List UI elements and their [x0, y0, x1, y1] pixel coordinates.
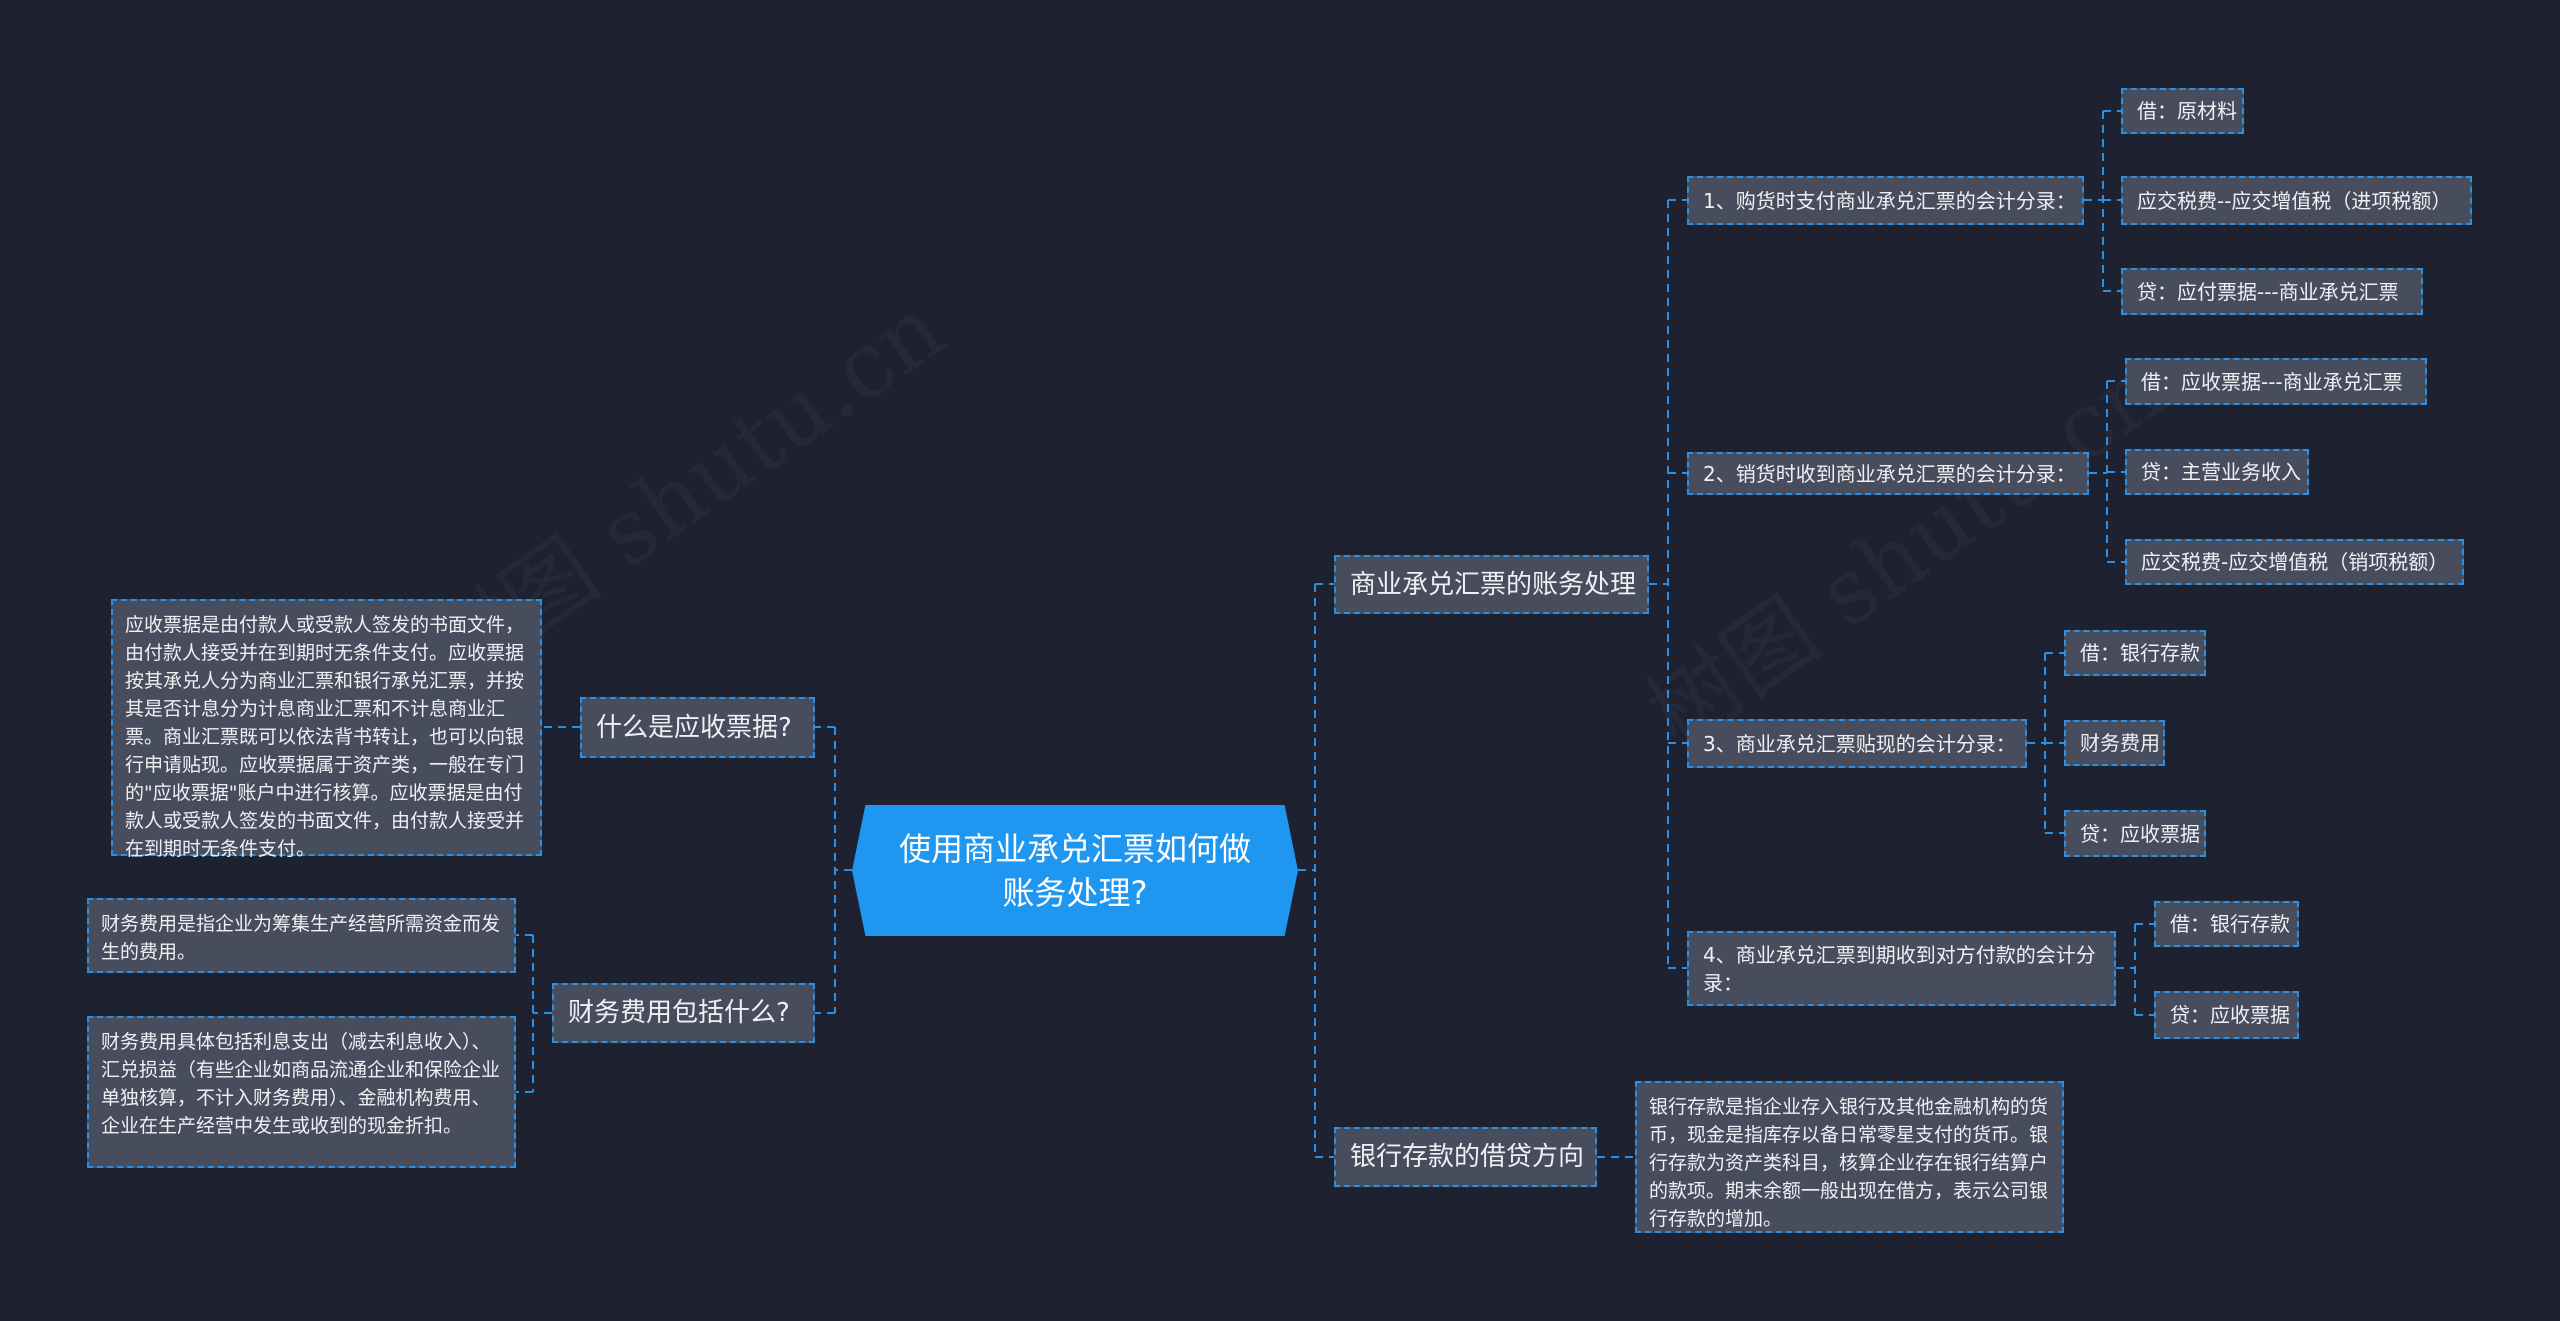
topic-label: 什么是应收票据? [596, 712, 792, 743]
leaf-credit-notes-receivable[interactable]: 贷：应收票据 [2154, 991, 2299, 1039]
topic-financial-expenses[interactable]: 财务费用包括什么? [552, 983, 815, 1043]
leaf-debit-bank-deposit[interactable]: 借：银行存款 [2064, 630, 2206, 676]
topic-label: 商业承兑汇票的账务处理 [1350, 569, 1637, 600]
description-text: 银行存款是指企业存入银行及其他金融机构的货币，现金是指库存以备日常零星支付的货币… [1649, 1096, 2049, 1230]
bank-deposit-description[interactable]: 银行存款是指企业存入银行及其他金融机构的货币，现金是指库存以备日常零星支付的货币… [1635, 1081, 2064, 1233]
leaf-debit-raw-materials[interactable]: 借：原材料 [2121, 88, 2244, 134]
topic-bank-deposit-direction[interactable]: 银行存款的借贷方向 [1334, 1127, 1597, 1187]
description-text: 应收票据是由付款人或受款人签发的书面文件，由付款人接受并在到期时无条件支付。应收… [125, 614, 525, 860]
entry-maturity[interactable]: 4、商业承兑汇票到期收到对方付款的会计分录： [1687, 931, 2116, 1006]
financial-expenses-definition[interactable]: 财务费用是指企业为筹集生产经营所需资金而发生的费用。 [87, 898, 516, 973]
root-topic[interactable]: 使用商业承兑汇票如何做账务处理? [852, 805, 1298, 936]
topic-accounting-treatment[interactable]: 商业承兑汇票的账务处理 [1334, 555, 1649, 614]
leaf-label: 贷：应收票据 [2080, 821, 2200, 846]
entry-sale[interactable]: 2、销货时收到商业承兑汇票的会计分录： [1687, 452, 2089, 495]
root-topic-label: 使用商业承兑汇票如何做账务处理? [898, 829, 1251, 912]
leaf-financial-expenses[interactable]: 财务费用 [2064, 720, 2165, 766]
financial-expenses-details[interactable]: 财务费用具体包括利息支出（减去利息收入）、汇兑损益（有些企业如商品流通企业和保险… [87, 1016, 516, 1168]
entry-label: 3、商业承兑汇票贴现的会计分录： [1703, 731, 2016, 756]
leaf-credit-main-revenue[interactable]: 贷：主营业务收入 [2125, 449, 2309, 495]
leaf-label: 借：应收票据---商业承兑汇票 [2141, 369, 2403, 394]
leaf-credit-notes-receivable[interactable]: 贷：应收票据 [2064, 810, 2206, 857]
leaf-label: 贷：应付票据---商业承兑汇票 [2137, 279, 2399, 304]
leaf-debit-notes-receivable[interactable]: 借：应收票据---商业承兑汇票 [2125, 358, 2427, 405]
leaf-credit-notes-payable[interactable]: 贷：应付票据---商业承兑汇票 [2121, 268, 2423, 315]
topic-label: 银行存款的借贷方向 [1350, 1142, 1585, 1172]
entry-label: 4、商业承兑汇票到期收到对方付款的会计分录： [1703, 942, 2096, 995]
leaf-label: 贷：主营业务收入 [2141, 460, 2301, 484]
description-text: 财务费用是指企业为筹集生产经营所需资金而发生的费用。 [101, 913, 501, 963]
entry-label: 1、购货时支付商业承兑汇票的会计分录： [1703, 188, 2076, 213]
leaf-label: 贷：应收票据 [2170, 1003, 2290, 1027]
leaf-label: 借：银行存款 [2170, 912, 2290, 936]
leaf-label: 借：原材料 [2137, 99, 2237, 123]
leaf-label: 财务费用 [2080, 731, 2160, 755]
topic-label: 财务费用包括什么? [568, 998, 790, 1028]
leaf-output-vat[interactable]: 应交税费-应交增值税（销项税额） [2125, 539, 2464, 585]
description-text: 财务费用具体包括利息支出（减去利息收入）、汇兑损益（有些企业如商品流通企业和保险… [101, 1031, 501, 1137]
entry-discount[interactable]: 3、商业承兑汇票贴现的会计分录： [1687, 719, 2027, 768]
leaf-label: 应交税费-应交增值税（销项税额） [2141, 550, 2449, 574]
leaf-input-vat[interactable]: 应交税费--应交增值税（进项税额） [2121, 176, 2472, 225]
entry-label: 2、销货时收到商业承兑汇票的会计分录： [1703, 461, 2076, 486]
topic-what-is-notes-receivable[interactable]: 什么是应收票据? [580, 697, 815, 758]
notes-receivable-description[interactable]: 应收票据是由付款人或受款人签发的书面文件，由付款人接受并在到期时无条件支付。应收… [111, 599, 542, 860]
leaf-label: 应交税费--应交增值税（进项税额） [2137, 188, 2452, 213]
leaf-label: 借：银行存款 [2080, 641, 2200, 665]
leaf-debit-bank-deposit[interactable]: 借：银行存款 [2154, 901, 2299, 947]
entry-purchase[interactable]: 1、购货时支付商业承兑汇票的会计分录： [1687, 176, 2084, 225]
